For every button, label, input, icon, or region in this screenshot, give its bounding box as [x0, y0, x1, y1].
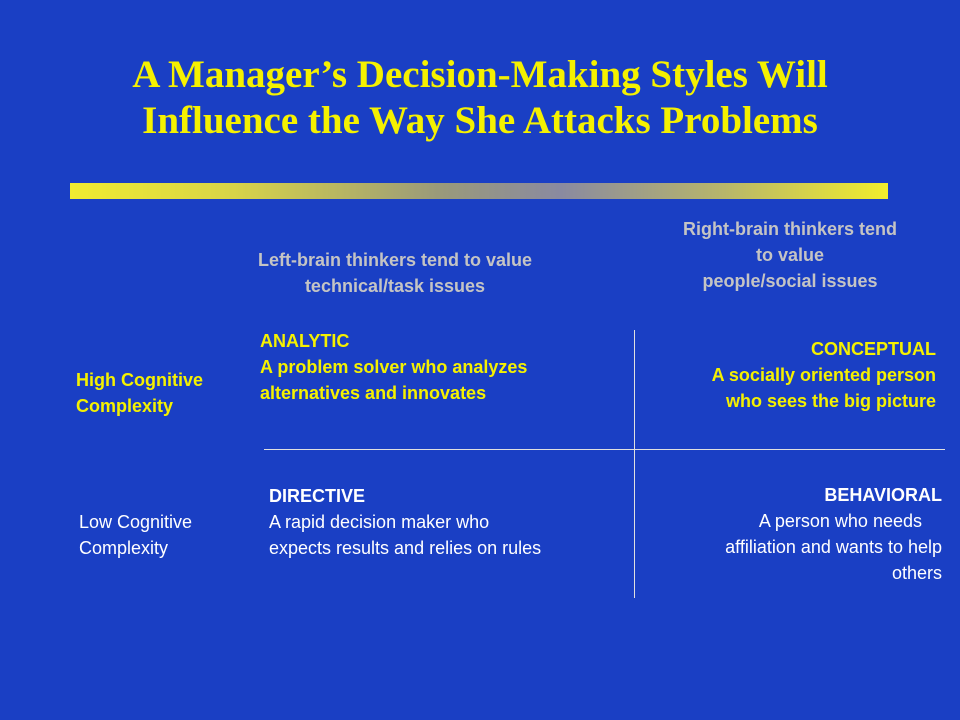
- right-brain-line3: people/social issues: [702, 271, 878, 291]
- conceptual-heading: CONCEPTUAL: [811, 339, 936, 359]
- analytic-line2: alternatives and innovates: [260, 383, 487, 403]
- row-label-high-line1: High Cognitive: [76, 370, 203, 390]
- quadrant-conceptual: CONCEPTUAL A socially oriented person wh…: [620, 336, 936, 414]
- directive-line1: A rapid decision maker who: [269, 512, 490, 532]
- conceptual-line1: A socially oriented person: [711, 365, 936, 385]
- slide-title-line1: A Manager’s Decision-Making Styles Will: [132, 53, 828, 96]
- behavioral-line3: others: [891, 563, 942, 583]
- quadrant-behavioral: BEHAVIORAL A person who needs affiliatio…: [640, 482, 942, 586]
- slide-title-line2: Influence the Way She Attacks Problems: [142, 99, 818, 142]
- left-brain-line1: Left-brain thinkers tend to value: [257, 250, 533, 270]
- right-brain-header: Right-brain thinkers tend to value peopl…: [640, 216, 940, 294]
- behavioral-line2: affiliation and wants to help: [725, 537, 942, 557]
- quadrant-horizontal-axis: [264, 449, 945, 450]
- quadrant-analytic: ANALYTIC A problem solver who analyzes a…: [260, 328, 527, 406]
- quadrant-directive: DIRECTIVE A rapid decision maker who exp…: [269, 483, 541, 561]
- behavioral-line1: A person who needs: [758, 511, 922, 531]
- row-label-high-cognitive: High Cognitive Complexity: [76, 367, 203, 419]
- title-divider-bar: [70, 183, 888, 199]
- row-label-high-line2: Complexity: [76, 396, 174, 416]
- analytic-line1: A problem solver who analyzes: [260, 357, 528, 377]
- row-label-low-line2: Complexity: [79, 538, 169, 558]
- analytic-heading: ANALYTIC: [260, 331, 350, 351]
- conceptual-line2: who sees the big picture: [725, 391, 936, 411]
- behavioral-heading: BEHAVIORAL: [824, 485, 942, 505]
- row-label-low-cognitive: Low Cognitive Complexity: [79, 509, 192, 561]
- quadrant-vertical-axis: [634, 330, 635, 598]
- row-label-low-line1: Low Cognitive: [79, 512, 193, 532]
- left-brain-line2: technical/task issues: [304, 276, 486, 296]
- right-brain-line2: to value: [755, 245, 825, 265]
- left-brain-header: Left-brain thinkers tend to value techni…: [200, 247, 590, 299]
- slide-title: A Manager’s Decision-Making Styles Will …: [0, 52, 960, 144]
- directive-line2: expects results and relies on rules: [269, 538, 542, 558]
- directive-heading: DIRECTIVE: [269, 486, 366, 506]
- right-brain-line1: Right-brain thinkers tend: [682, 219, 897, 239]
